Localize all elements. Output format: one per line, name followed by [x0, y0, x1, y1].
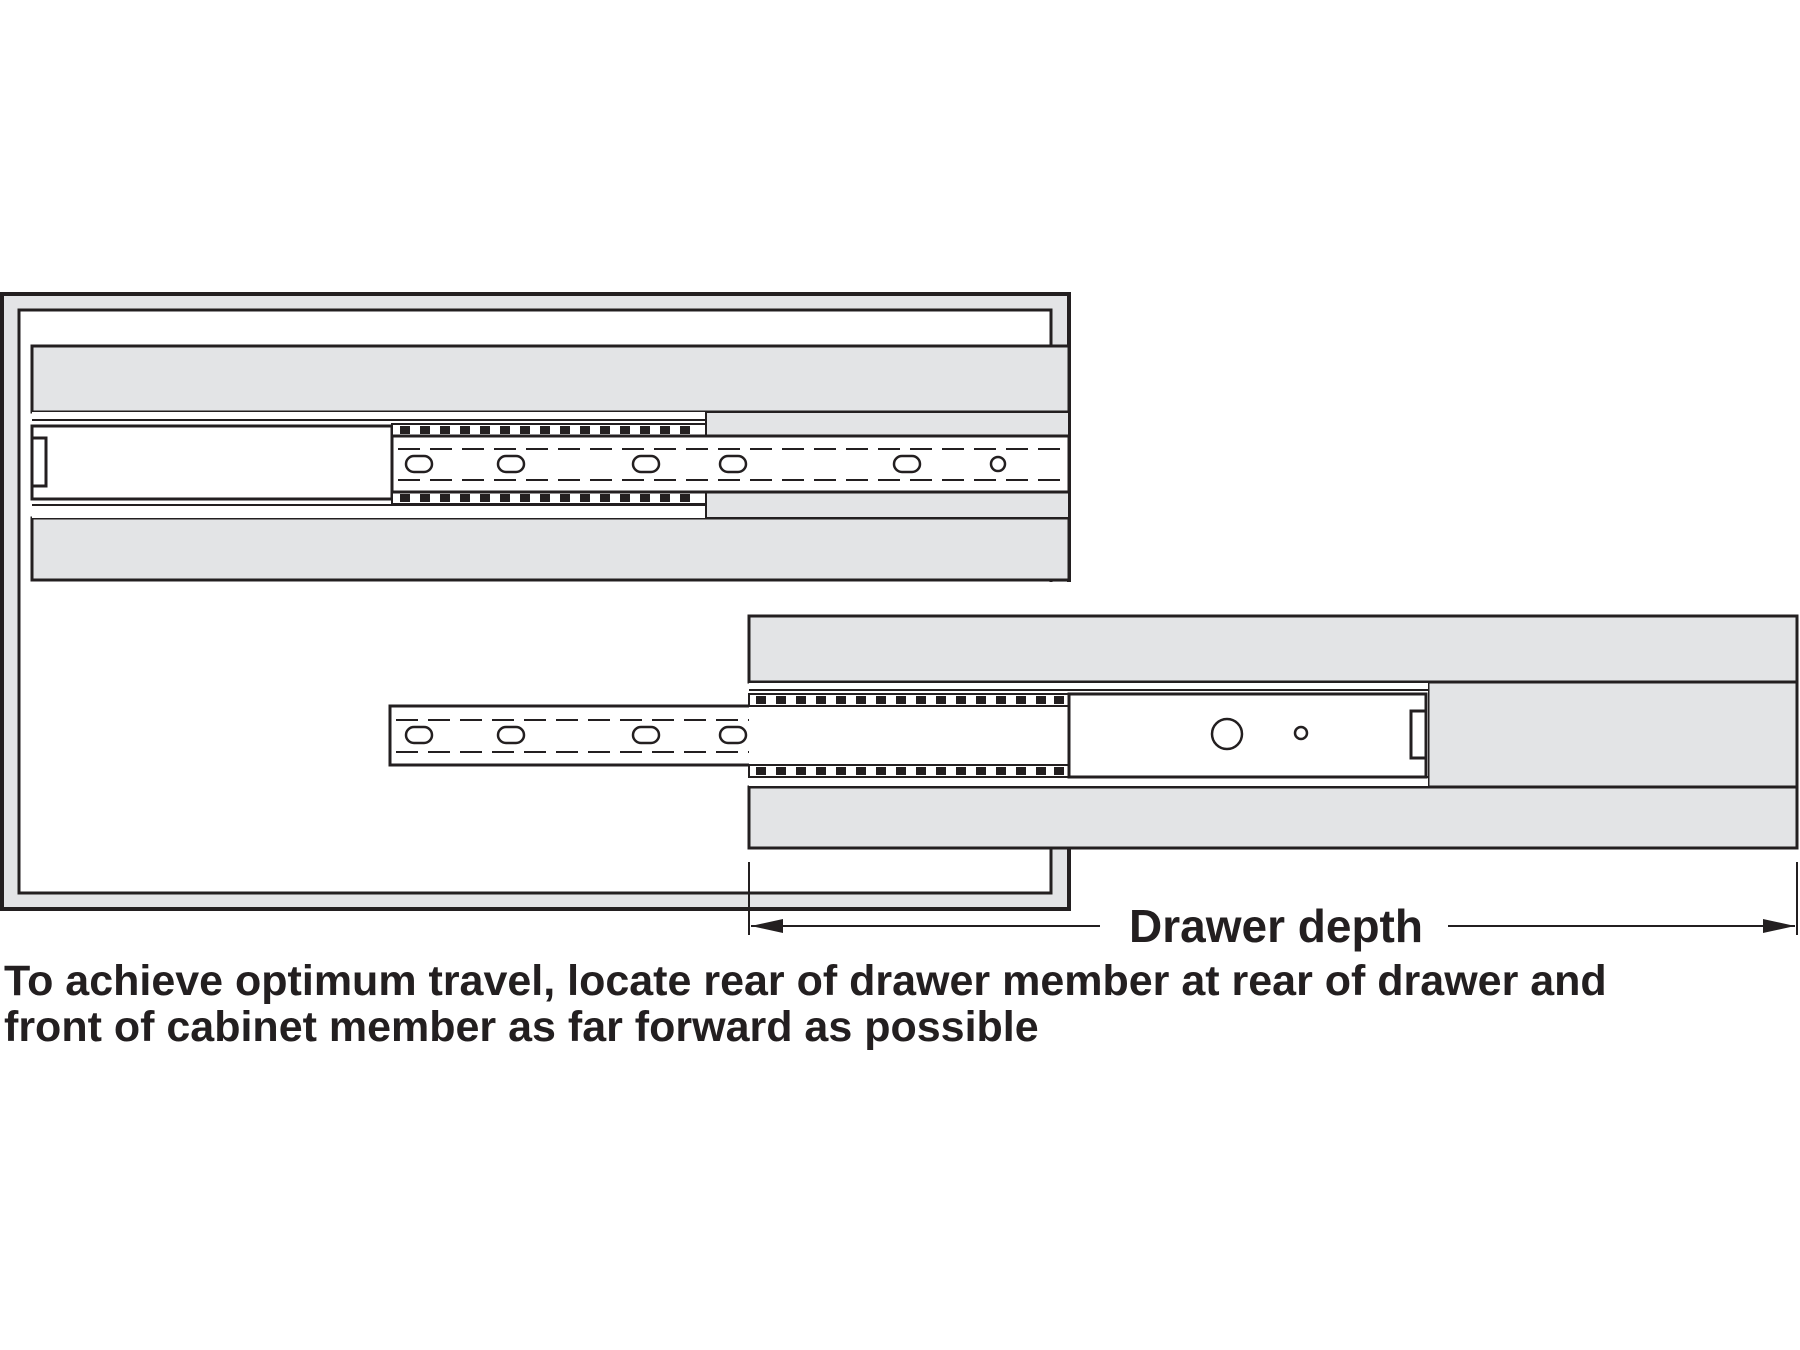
drawer-member-small-hole	[1293, 725, 1309, 741]
upper-mounting-holes	[404, 454, 1007, 474]
upper-top-panel	[30, 344, 1071, 414]
extended-drawer-assembly	[388, 582, 1799, 850]
lower-rear-stop-tab	[1409, 709, 1428, 760]
upper-drawer-member	[30, 424, 394, 501]
caption-line-2: front of cabinet member as far forward a…	[4, 1003, 1039, 1051]
lower-top-panel	[747, 614, 1799, 684]
dimension-arrow-left	[751, 919, 783, 933]
lower-drawer-member	[1067, 692, 1428, 779]
caption-line-1: To achieve optimum travel, locate rear o…	[4, 957, 1607, 1005]
drawer-rear-block	[1426, 680, 1799, 789]
upper-rear-stop-tab	[30, 436, 48, 488]
closed-drawer-assembly	[30, 344, 1071, 582]
lower-bottom-panel	[747, 785, 1799, 850]
drawer-depth-dimension: Drawer depth	[748, 862, 1798, 952]
installation-caption: To achieve optimum travel, locate rear o…	[4, 958, 1794, 1050]
upper-bottom-panel	[30, 516, 1071, 582]
drawer-member-large-hole	[1210, 717, 1244, 751]
dimension-arrow-right	[1763, 919, 1795, 933]
drawer-depth-label: Drawer depth	[1129, 900, 1423, 952]
